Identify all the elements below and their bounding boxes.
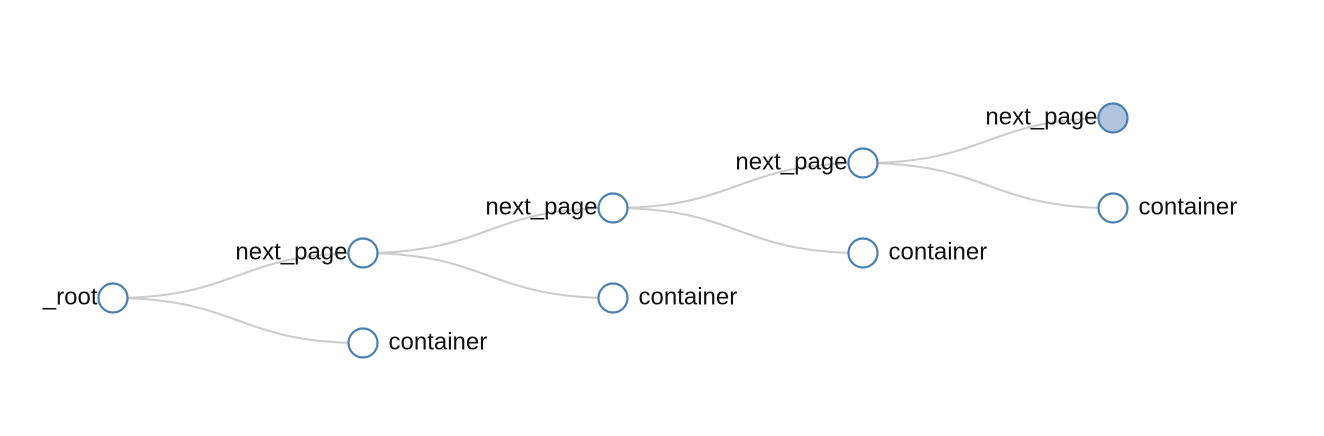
tree-link — [612, 162, 864, 209]
tree-node-circle[interactable] — [597, 282, 629, 314]
tree-link — [112, 297, 364, 344]
tree-node-next-page[interactable]: next_page — [485, 192, 629, 224]
tree-node--root[interactable]: _root — [42, 282, 129, 314]
tree-node-label: next_page — [735, 148, 847, 175]
tree-node-circle[interactable] — [97, 282, 129, 314]
tree-link — [862, 117, 1114, 164]
tree-node-label: container — [639, 283, 738, 310]
tree-node-circle[interactable] — [347, 327, 379, 359]
tree-node-circle[interactable] — [847, 237, 879, 269]
tree-node-label: container — [1139, 193, 1238, 220]
tree-link — [112, 252, 364, 299]
tree-node-container[interactable]: container — [347, 327, 488, 359]
tree-node-container[interactable]: container — [1097, 192, 1238, 224]
tree-node-next-page[interactable]: next_page — [235, 237, 379, 269]
tree-node-circle[interactable] — [597, 192, 629, 224]
nodes-layer: _root next_page next_page next_page next_pag… — [42, 102, 1238, 359]
tree-node-label: next_page — [235, 238, 347, 265]
tree-node-label: _root — [42, 283, 98, 310]
tree-link — [362, 207, 614, 254]
tree-node-container[interactable]: container — [597, 282, 738, 314]
links-layer — [112, 117, 1114, 344]
tree-node-label: next_page — [485, 193, 597, 220]
tree-node-circle[interactable] — [847, 147, 879, 179]
tree-link — [612, 207, 864, 254]
tree-node-label: container — [389, 328, 488, 355]
tree-node-circle[interactable] — [1097, 192, 1129, 224]
tree-node-next-page[interactable]: next_page — [735, 147, 879, 179]
tree-node-label: next_page — [985, 103, 1097, 130]
tree-node-container[interactable]: container — [847, 237, 988, 269]
tree-node-label: container — [889, 238, 988, 265]
tree-link — [862, 162, 1114, 209]
tree-node-next-page[interactable]: next_page — [985, 102, 1129, 134]
tree-node-circle[interactable] — [347, 237, 379, 269]
tree-link — [362, 252, 614, 299]
tree-node-circle[interactable] — [1097, 102, 1129, 134]
